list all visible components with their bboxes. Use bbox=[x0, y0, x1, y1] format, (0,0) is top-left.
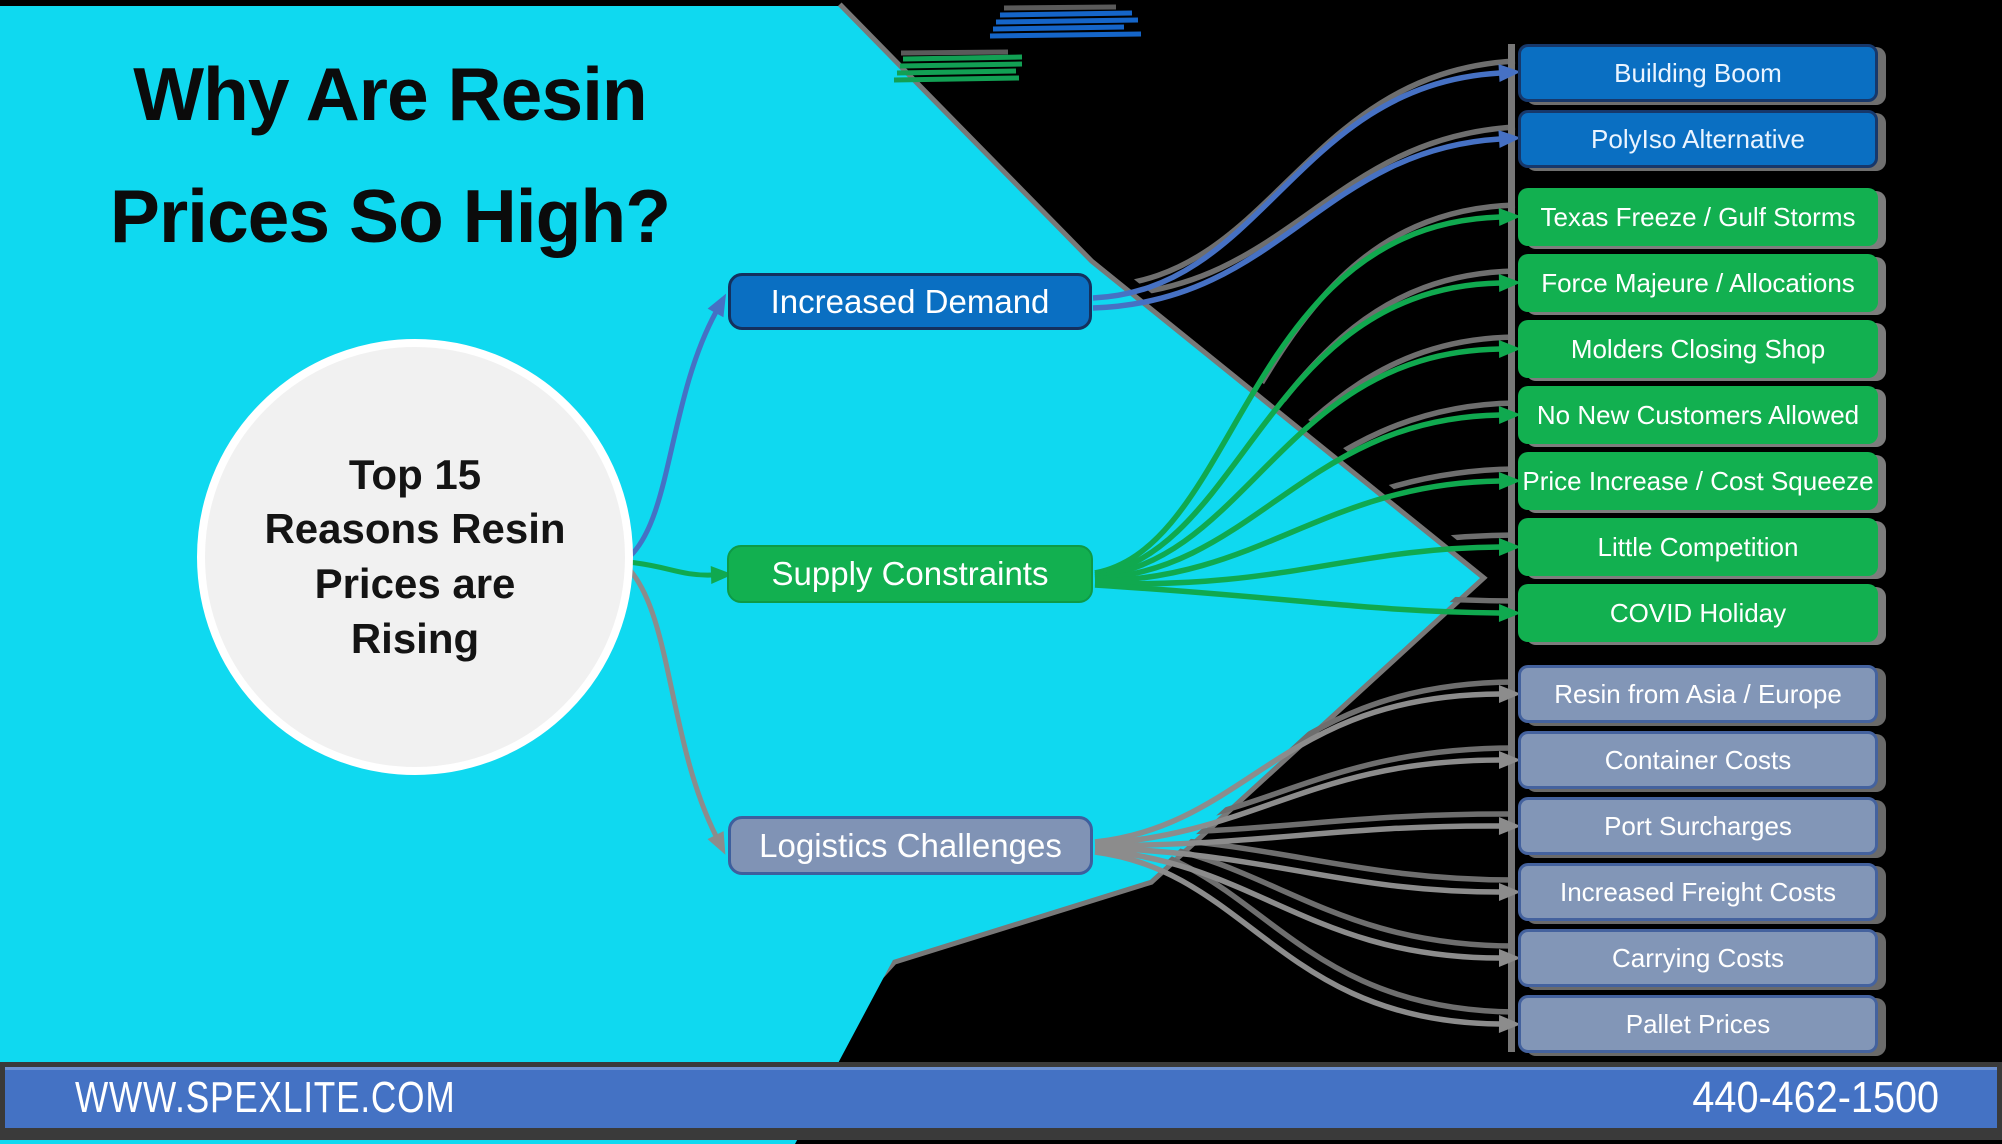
connector-root-demand bbox=[626, 293, 727, 560]
center-node: Top 15 Reasons Resin Prices are Rising bbox=[197, 339, 633, 775]
branch-supply-constraints-label: Supply Constraints bbox=[771, 555, 1049, 592]
branch-increased-demand: Increased Demand bbox=[728, 273, 1092, 330]
footer-bar: WWW.SPEXLITE.COM 440-462-1500 bbox=[0, 1062, 2002, 1140]
leaf-container-costs-label: Container Costs bbox=[1604, 744, 1792, 775]
footer-bar-inner: WWW.SPEXLITE.COM 440-462-1500 bbox=[5, 1067, 1997, 1128]
leaf-port-surcharges: Port Surcharges bbox=[1518, 797, 1878, 855]
center-line-3: Prices are bbox=[314, 560, 516, 607]
footer-phone: 440-462-1500 bbox=[1692, 1072, 1939, 1122]
leaf-price-increase: Price Increase / Cost Squeeze bbox=[1518, 452, 1878, 510]
leaf-covid-holiday: COVID Holiday bbox=[1518, 584, 1878, 642]
branch-supply-constraints: Supply Constraints bbox=[727, 545, 1093, 603]
root-branches bbox=[626, 293, 733, 855]
slide-title-line-2: Prices So High? bbox=[109, 173, 671, 258]
leaf-building-boom-label: Building Boom bbox=[1614, 57, 1782, 88]
leaf-resin-from-asia: Resin from Asia / Europe bbox=[1518, 665, 1878, 723]
leaf-no-new-customers-label: No New Customers Allowed bbox=[1536, 399, 1860, 430]
leaf-pallet-prices: Pallet Prices bbox=[1518, 995, 1878, 1053]
leaf-container-costs: Container Costs bbox=[1518, 731, 1878, 789]
leaf-covid-holiday-label: COVID Holiday bbox=[1609, 597, 1787, 628]
leaf-price-increase-label: Price Increase / Cost Squeeze bbox=[1522, 465, 1874, 496]
supply-connectors bbox=[1094, 208, 1521, 622]
slide-title: Why Are Resin Prices So High? bbox=[40, 34, 740, 277]
leaf-increased-freight-label: Increased Freight Costs bbox=[1559, 876, 1836, 907]
leaf-texas-freeze: Texas Freeze / Gulf Storms bbox=[1518, 188, 1878, 246]
leaf-carrying-costs-label: Carrying Costs bbox=[1612, 942, 1784, 973]
leaf-port-surcharges-label: Port Surcharges bbox=[1604, 810, 1792, 841]
demand-connectors bbox=[1092, 64, 1521, 311]
leaf-molders-closing: Molders Closing Shop bbox=[1518, 320, 1878, 378]
connector-root-logistics bbox=[626, 566, 726, 855]
glitch-streaks-green bbox=[893, 49, 1023, 83]
leaf-polyiso-alternative-label: PolyIso Alternative bbox=[1591, 123, 1805, 154]
footer-website: WWW.SPEXLITE.COM bbox=[75, 1072, 456, 1122]
center-line-2: Reasons Resin bbox=[264, 505, 566, 553]
leaf-polyiso-alternative: PolyIso Alternative bbox=[1518, 110, 1878, 168]
leaf-pallet-prices-label: Pallet Prices bbox=[1625, 1008, 1771, 1039]
leaf-texas-freeze-label: Texas Freeze / Gulf Storms bbox=[1540, 201, 1856, 232]
glitch-streaks-blue bbox=[989, 4, 1142, 39]
leaf-force-majeure-label: Force Majeure / Allocations bbox=[1541, 267, 1855, 298]
leaf-resin-from-asia-label: Resin from Asia / Europe bbox=[1554, 678, 1842, 709]
leaf-column-rail bbox=[1508, 44, 1515, 1052]
slide-title-line-1: Why Are Resin bbox=[133, 52, 648, 136]
connector-root-supply bbox=[627, 559, 733, 585]
branch-logistics-challenges-label: Logistics Challenges bbox=[759, 826, 1062, 864]
center-node-text: Top 15 Reasons Resin Prices are Rising bbox=[264, 448, 565, 666]
branch-logistics-challenges: Logistics Challenges bbox=[728, 816, 1093, 875]
leaf-little-competition: Little Competition bbox=[1518, 518, 1878, 576]
leaf-molders-closing-label: Molders Closing Shop bbox=[1570, 333, 1826, 364]
leaf-force-majeure: Force Majeure / Allocations bbox=[1518, 254, 1878, 312]
center-line-4: Rising bbox=[350, 614, 480, 662]
branch-increased-demand-label: Increased Demand bbox=[770, 282, 1050, 320]
leaf-carrying-costs: Carrying Costs bbox=[1518, 929, 1878, 987]
center-line-1: Top 15 bbox=[348, 450, 482, 498]
leaf-little-competition-label: Little Competition bbox=[1597, 531, 1799, 562]
leaf-building-boom: Building Boom bbox=[1518, 44, 1878, 102]
leaf-increased-freight: Increased Freight Costs bbox=[1518, 863, 1878, 921]
logistics-connectors bbox=[1094, 685, 1521, 1033]
leaf-no-new-customers: No New Customers Allowed bbox=[1518, 386, 1878, 444]
